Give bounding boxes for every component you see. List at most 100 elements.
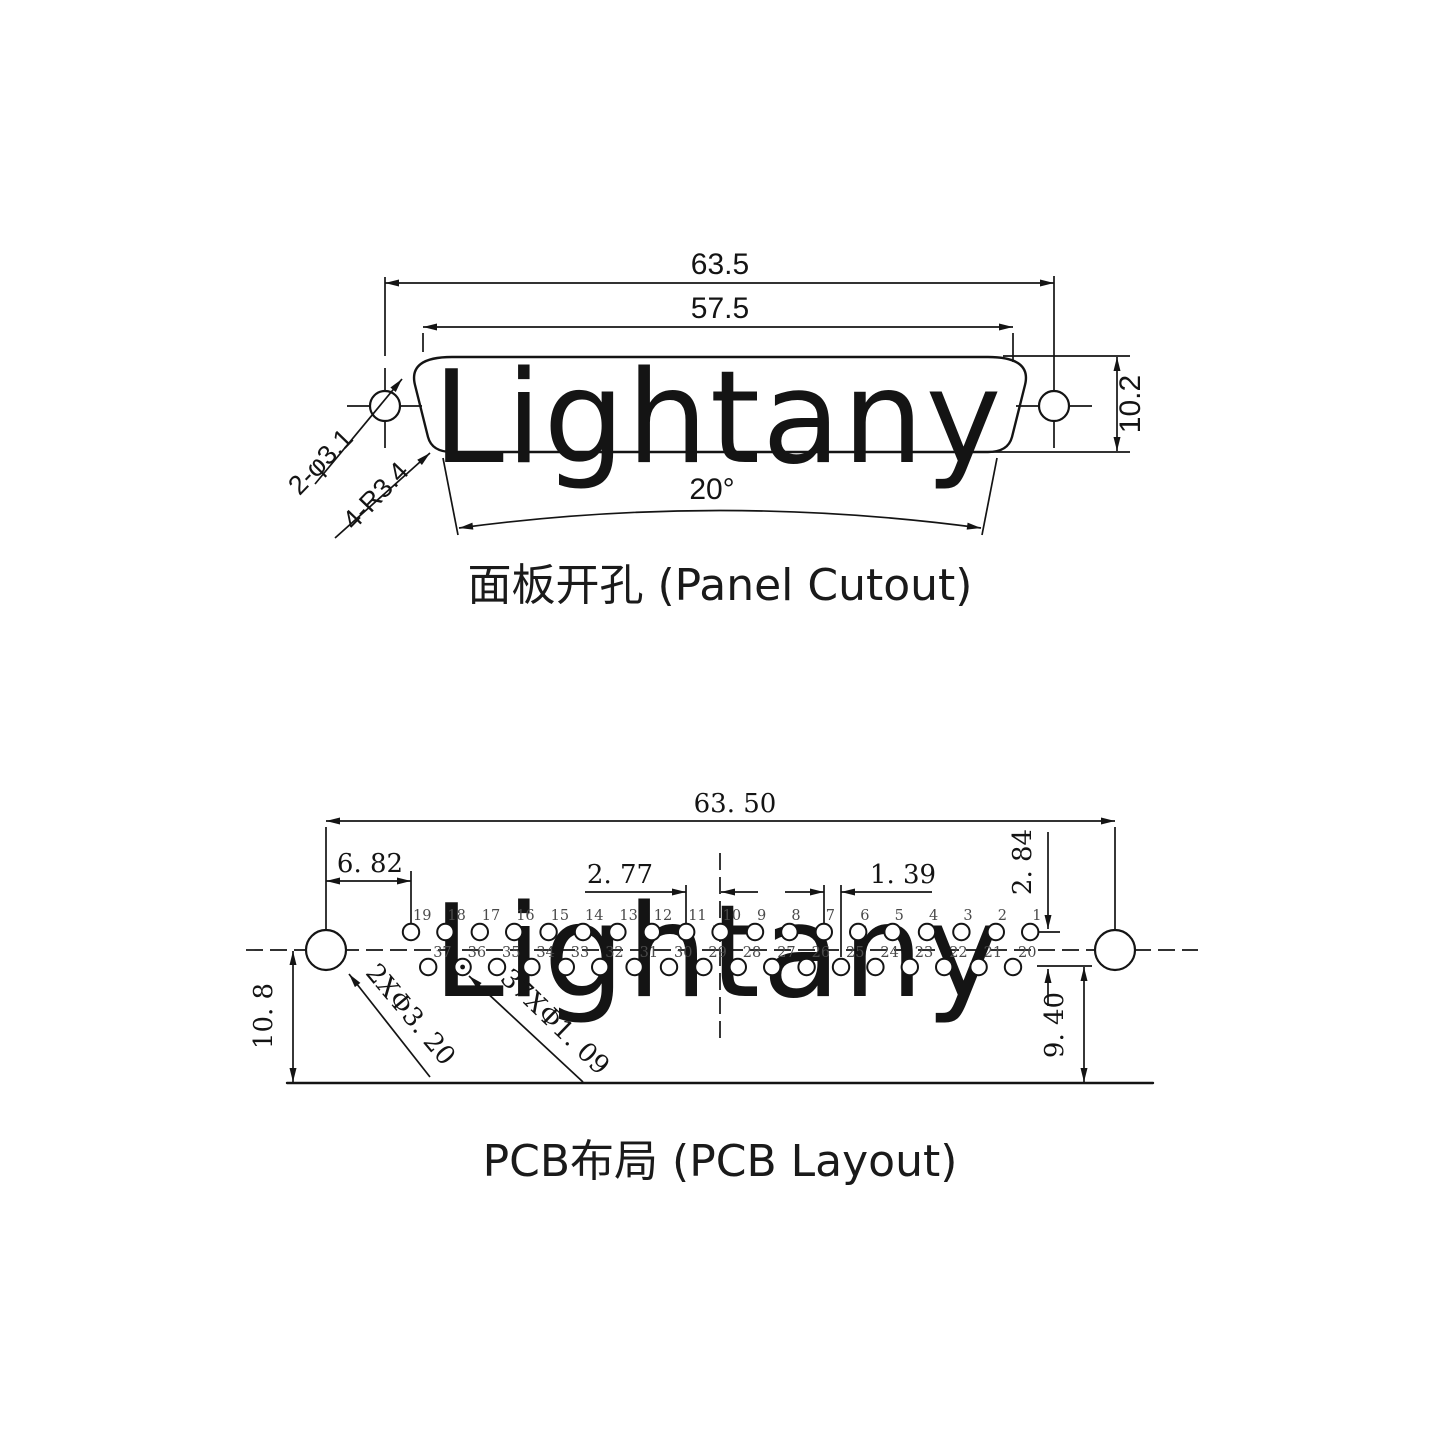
pin-hole-26 xyxy=(797,957,816,977)
dim-total-width-label: 63. 50 xyxy=(694,789,777,819)
pin-label-23: 23 xyxy=(915,945,933,961)
pin-hole-21 xyxy=(969,957,988,977)
pin-hole-37 xyxy=(419,957,438,977)
pin-label-26: 26 xyxy=(812,945,830,961)
leader-line-mount-holes xyxy=(314,378,403,485)
watermark-text-top: Lightany xyxy=(433,344,1004,493)
extension-line xyxy=(442,457,459,536)
pin-hole-30 xyxy=(659,957,679,977)
leader-line-pcb-mount-holes xyxy=(348,973,431,1078)
panel-cutout-view: Lightany 63.5 57.5 10.2 20° 2-φ3.1 xyxy=(282,248,1147,611)
pin-label-18: 18 xyxy=(447,908,465,924)
pin-label-7: 7 xyxy=(826,908,835,924)
pin-label-34: 34 xyxy=(536,945,554,961)
pin-label-12: 12 xyxy=(654,908,672,924)
pin-label-14: 14 xyxy=(585,908,603,924)
pin-label-9: 9 xyxy=(757,908,766,924)
dim-board-height-label: 10. 8 xyxy=(249,983,279,1049)
pin-hole-17 xyxy=(470,922,489,942)
pin-hole-32 xyxy=(591,957,610,977)
pin-hole-10 xyxy=(711,922,730,942)
pcb-mount-hole-right xyxy=(1093,928,1137,972)
pin-label-33: 33 xyxy=(571,945,589,961)
pin-label-1: 1 xyxy=(1032,908,1041,924)
pin-label-24: 24 xyxy=(880,945,898,961)
pin-hole-28 xyxy=(728,957,747,977)
mount-hole-right xyxy=(1037,389,1071,423)
pin-label-8: 8 xyxy=(791,908,800,924)
pin-hole-27 xyxy=(763,957,782,977)
pin-label-35: 35 xyxy=(502,945,520,961)
pin-label-22: 22 xyxy=(949,945,967,961)
pin-label-2: 2 xyxy=(998,908,1007,924)
label-corner-radius: 4-R3.4 xyxy=(337,456,415,535)
pin-hole-16 xyxy=(505,922,524,942)
dim-row-offset-label: 1. 39 xyxy=(870,860,936,890)
pin-hole-8 xyxy=(780,922,799,942)
pin-hole-9 xyxy=(745,922,765,942)
leader-line-corner-radius xyxy=(334,452,431,539)
pin-label-16: 16 xyxy=(516,908,534,924)
pin-hole-34 xyxy=(522,957,541,977)
pin-label-11: 11 xyxy=(688,908,706,924)
dim-row-spacing-label: 2. 84 xyxy=(1008,829,1038,895)
pin-label-30: 30 xyxy=(674,945,692,961)
dim-first-pin-offset-label: 6. 82 xyxy=(337,849,403,879)
dim-outer-width-label: 63.5 xyxy=(691,248,749,281)
pcb-mount-hole-left xyxy=(304,928,348,972)
pin-label-4: 4 xyxy=(929,908,938,924)
pin-hole-15 xyxy=(539,922,558,942)
pin-hole-20 xyxy=(1003,957,1023,977)
leader-line-pin-holes xyxy=(468,975,584,1083)
pin-label-25: 25 xyxy=(846,945,864,961)
pin-hole-6 xyxy=(849,922,868,942)
pin-hole-33 xyxy=(556,957,575,977)
pin-label-21: 21 xyxy=(984,945,1002,961)
pin-label-5: 5 xyxy=(895,908,904,924)
pin-hole-14 xyxy=(573,922,593,942)
dim-angle-label: 20° xyxy=(689,473,734,506)
pin-label-28: 28 xyxy=(743,945,761,961)
pin-hole-4 xyxy=(917,922,937,942)
pin-hole-11 xyxy=(677,922,696,942)
pin-hole-35 xyxy=(487,957,507,977)
pin-hole-23 xyxy=(900,957,919,977)
pin-hole-12 xyxy=(642,922,661,942)
pin-label-37: 37 xyxy=(433,945,451,961)
pin-hole-13 xyxy=(608,922,627,942)
pin-label-15: 15 xyxy=(551,908,569,924)
angle-arc xyxy=(458,509,982,530)
label-mount-holes: 2-φ3.1 xyxy=(282,423,359,501)
pin-hole-24 xyxy=(866,957,885,977)
pin-label-36: 36 xyxy=(468,945,486,961)
pin-label-10: 10 xyxy=(723,908,741,924)
pin-label-27: 27 xyxy=(777,945,795,961)
pin-label-13: 13 xyxy=(619,908,637,924)
pin-label-20: 20 xyxy=(1018,945,1036,961)
pin-hole-7 xyxy=(814,922,833,942)
pin-label-29: 29 xyxy=(708,945,726,961)
pin-hole-18 xyxy=(436,922,455,942)
pcb-layout-title: PCB布局 (PCB Layout) xyxy=(483,1136,958,1187)
mount-hole-left xyxy=(368,389,402,423)
dim-pad-height-label: 9. 40 xyxy=(1040,992,1070,1058)
dim-pin-pitch-label: 2. 77 xyxy=(587,860,653,890)
pin-label-19: 19 xyxy=(413,908,431,924)
pin-hole-5 xyxy=(883,922,902,942)
extension-line xyxy=(981,457,998,536)
pin-hole-1 xyxy=(1020,922,1040,942)
pin-hole-25 xyxy=(831,957,851,977)
watermark-text-bottom: Lightany xyxy=(433,878,1004,1027)
pcb-layout-view: Lightany 63. 50 6. 82 2. 77 1. 39 2. 84 xyxy=(246,789,1198,1187)
pin-label-3: 3 xyxy=(963,908,972,924)
pin-hole-31 xyxy=(625,957,644,977)
pin-label-31: 31 xyxy=(640,945,658,961)
pin-hole-2 xyxy=(986,922,1005,942)
pin-hole-3 xyxy=(952,922,971,942)
pin-label-6: 6 xyxy=(860,908,869,924)
dim-inner-width-label: 57.5 xyxy=(691,292,749,325)
dim-height-label: 10.2 xyxy=(1114,375,1147,433)
pin-label-17: 17 xyxy=(482,908,500,924)
